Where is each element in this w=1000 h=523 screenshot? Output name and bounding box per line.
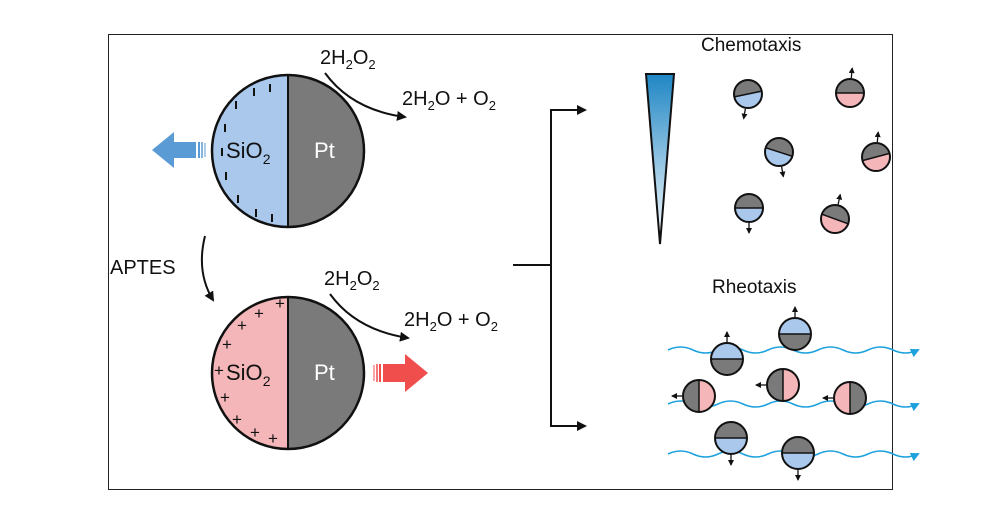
negative-charge-marks bbox=[221, 84, 273, 222]
figure-frame bbox=[108, 34, 893, 490]
top-reaction: 2H2O2 2H2O + O2 bbox=[320, 47, 496, 121]
plus-charge-icon: + bbox=[268, 429, 278, 448]
plus-charge-icon: + bbox=[214, 361, 224, 380]
bottom-reaction: 2H2O2 2H2O + O2 bbox=[324, 268, 498, 342]
mini-janus-particle bbox=[835, 67, 865, 108]
chemotaxis-title: Chemotaxis bbox=[701, 35, 801, 56]
mini-janus-particle bbox=[861, 131, 891, 172]
red-motion-arrow-right bbox=[373, 354, 428, 392]
branch-connector bbox=[513, 105, 587, 431]
chemotaxis-panel: Chemotaxis bbox=[644, 35, 891, 245]
bottom-product-formula: 2H2O + O2 bbox=[404, 309, 498, 334]
bottom-silica-label: SiO2 bbox=[226, 360, 271, 389]
aptes-arrow bbox=[200, 235, 215, 302]
mini-janus-particle bbox=[820, 193, 850, 234]
top-reactant-formula: 2H2O2 bbox=[320, 47, 376, 72]
blue-motion-arrow-left bbox=[152, 132, 206, 168]
mini-janus-particle bbox=[733, 79, 763, 120]
motion-arrow bbox=[779, 166, 786, 178]
top-janus-particle: SiO2 Pt bbox=[210, 73, 366, 229]
top-platinum-label: Pt bbox=[314, 138, 335, 163]
motion-arrow bbox=[836, 193, 843, 205]
positive-charge-marks: + + + + + + + + + bbox=[214, 294, 285, 448]
mini-janus-particle bbox=[671, 379, 716, 413]
plus-charge-icon: + bbox=[237, 316, 247, 335]
bottom-platinum-label: Pt bbox=[314, 360, 335, 385]
mini-janus-particle bbox=[710, 331, 744, 376]
rheotaxis-title: Rheotaxis bbox=[712, 277, 797, 298]
motion-arrow bbox=[874, 131, 881, 143]
aptes-modification-step: APTES bbox=[110, 235, 215, 302]
plus-charge-icon: + bbox=[220, 388, 230, 407]
aptes-label: APTES bbox=[110, 257, 176, 279]
plus-charge-icon: + bbox=[250, 423, 260, 442]
plus-charge-icon: + bbox=[275, 294, 285, 313]
top-product-formula: 2H2O + O2 bbox=[402, 88, 496, 113]
rheotaxis-panel: Rheotaxis bbox=[667, 277, 920, 481]
mini-janus-particle bbox=[764, 137, 794, 178]
mini-janus-particle bbox=[781, 436, 815, 481]
plus-charge-icon: + bbox=[222, 335, 232, 354]
top-reaction-arrow bbox=[324, 72, 407, 121]
motion-arrow bbox=[741, 108, 748, 120]
top-silica-label: SiO2 bbox=[226, 138, 271, 167]
bottom-janus-particle: + + + + + + + + + SiO2 Pt bbox=[210, 294, 366, 451]
bottom-reaction-arrow bbox=[329, 293, 410, 342]
motion-arrow bbox=[848, 67, 855, 79]
mini-janus-particle bbox=[778, 306, 812, 351]
mini-janus-particle bbox=[755, 368, 800, 402]
plus-charge-icon: + bbox=[232, 410, 242, 429]
mini-janus-particle bbox=[714, 421, 748, 466]
concentration-gradient-wedge bbox=[644, 73, 676, 245]
bottom-reactant-formula: 2H2O2 bbox=[324, 268, 380, 293]
mini-janus-particle bbox=[734, 193, 764, 234]
mini-janus-particle bbox=[822, 381, 867, 415]
plus-charge-icon: + bbox=[254, 304, 264, 323]
